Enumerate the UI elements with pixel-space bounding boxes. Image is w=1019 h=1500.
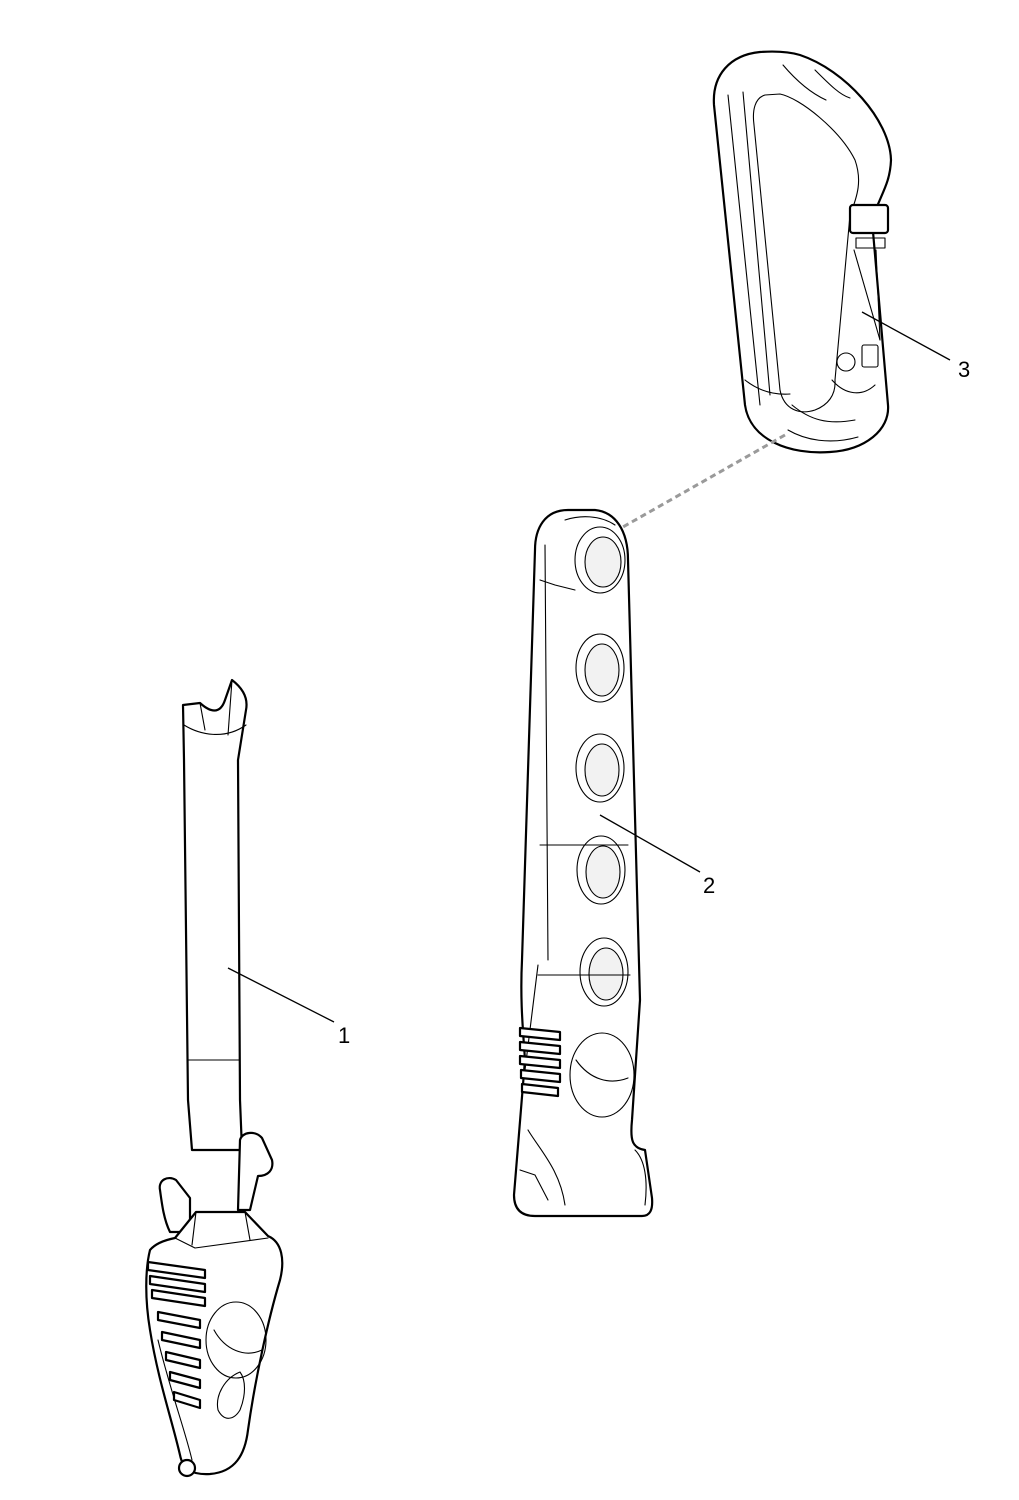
- part-3-carabiner: [712, 50, 893, 454]
- leader-line-2: [599, 814, 701, 873]
- part-1-strap-buckle: [145, 678, 284, 1478]
- leader-line-3: [861, 311, 951, 361]
- leader-line-1: [227, 967, 335, 1023]
- part-2-handle: [512, 508, 654, 1218]
- callout-label-2: 2: [703, 873, 715, 898]
- callout-label-3: 3: [958, 357, 970, 382]
- assembly-dashed-line: [599, 433, 786, 542]
- callout-label-1: 1: [338, 1023, 350, 1048]
